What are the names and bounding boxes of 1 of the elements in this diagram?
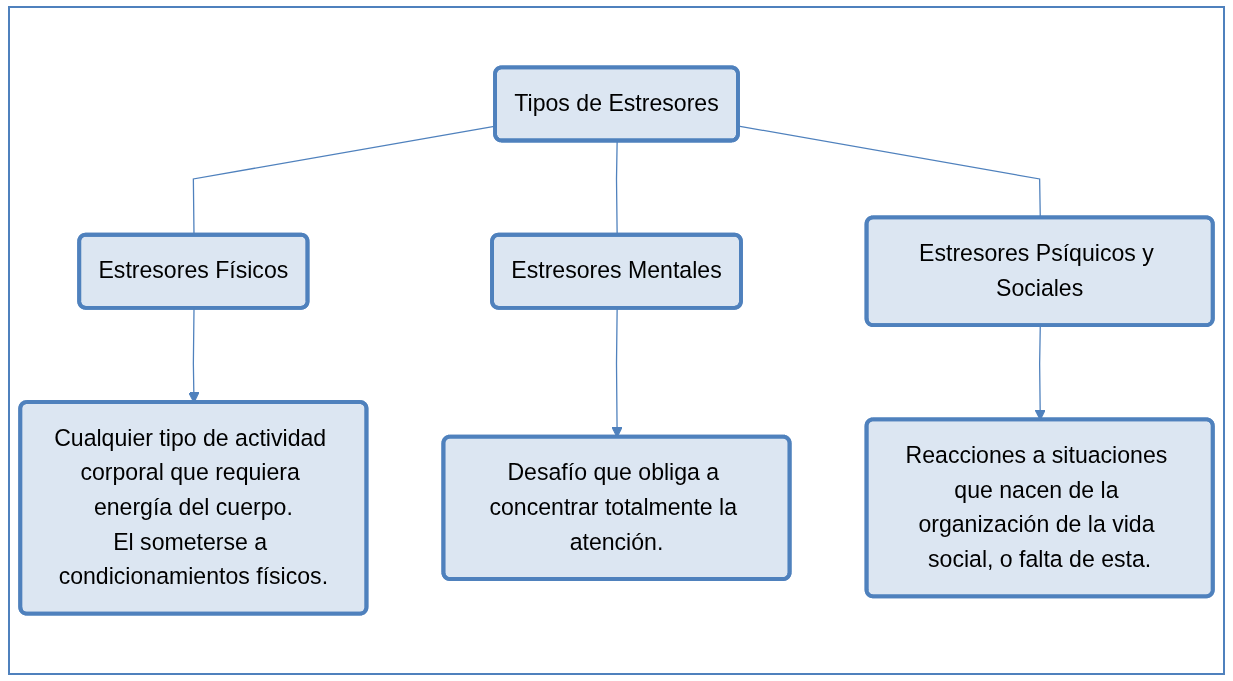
- page-frame: Tipos de Estresores Estresores Físicos Estresores Mentales Estresores Psíquicos y Sociales Cualquier tipo de actividad corporal que requiera energía del cuerpo. El someterse a condicionamientos físicos. Desafío que obliga a concentrar totalmente la atención. Reacciones a situaciones que nacen de la organización de la vida social, o falta de esta.: [8, 6, 1225, 675]
